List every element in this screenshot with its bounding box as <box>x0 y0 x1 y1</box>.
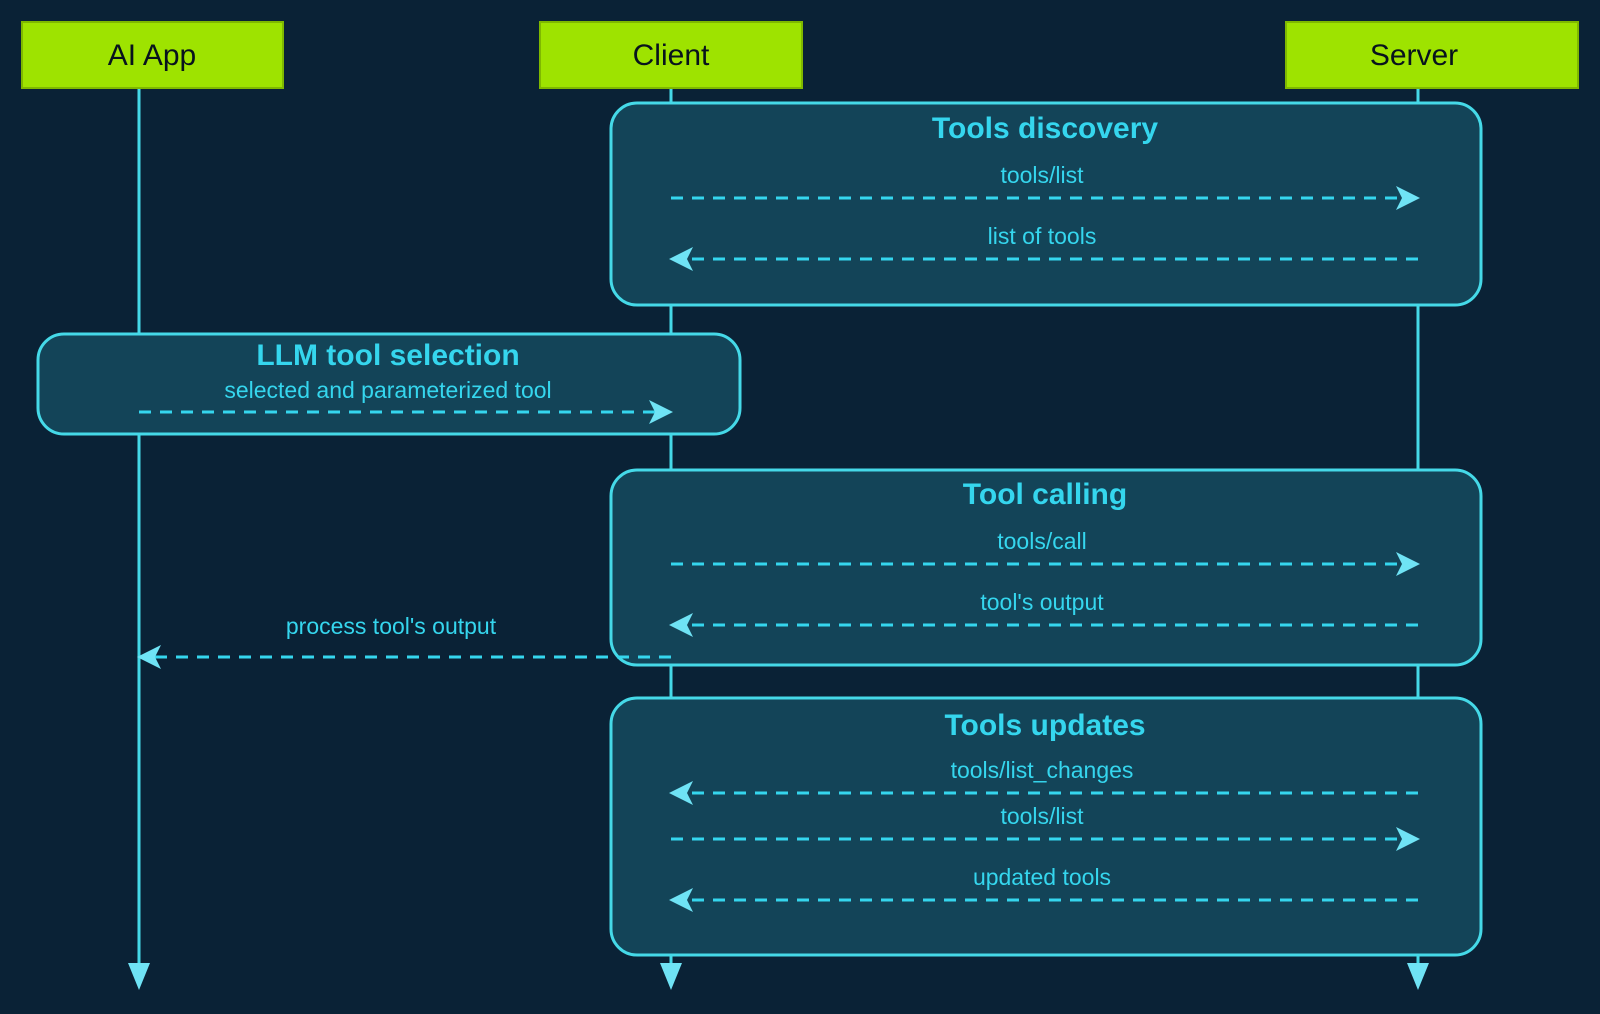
message-arrowhead-tools-list-changes <box>669 781 693 805</box>
group-tools-updates: Tools updates tools/list_changes tools/l… <box>609 696 1483 957</box>
group-box-tools-updates <box>609 696 1483 957</box>
participant-client[interactable]: Client <box>539 21 803 89</box>
participant-box-server[interactable] <box>1285 21 1579 89</box>
lifeline-end-arrow-server <box>1407 963 1429 990</box>
message-arrowhead-list-of-tools <box>669 247 693 271</box>
message-label-tools-list-changes: tools/list_changes <box>951 757 1134 783</box>
message-label-tools-output: tool's output <box>980 589 1104 615</box>
message-arrowhead-tools-output <box>669 613 693 637</box>
lifeline-end-arrow-ai-app <box>128 963 150 990</box>
participant-box-client[interactable] <box>539 21 803 89</box>
lifeline-end-arrow-client <box>660 963 682 990</box>
participant-label-server: Server <box>1370 39 1458 72</box>
group-box-llm-tool-selection <box>36 332 742 436</box>
group-title-tools-updates: Tools updates <box>944 709 1145 742</box>
message-arrowhead-tools-call <box>1396 552 1420 576</box>
group-title-tools-discovery: Tools discovery <box>932 112 1159 145</box>
message-label-tools-list-2: tools/list <box>1000 803 1084 829</box>
message-arrowhead-tools-list <box>1396 186 1420 210</box>
group-tool-calling: Tool calling tools/call tool's output <box>609 468 1483 667</box>
message-label-updated-tools: updated tools <box>973 864 1111 890</box>
group-tools-discovery: Tools discovery tools/list list of tools <box>609 101 1483 307</box>
group-title-tool-calling: Tool calling <box>963 478 1127 511</box>
message-label-list-of-tools: list of tools <box>988 223 1097 249</box>
message-label-tools-call: tools/call <box>997 528 1086 554</box>
message-arrowhead-process-tool-output <box>137 645 161 669</box>
group-box-tool-calling <box>609 468 1483 667</box>
group-llm-tool-selection: LLM tool selection selected and paramete… <box>36 332 742 436</box>
participant-box-ai-app[interactable] <box>21 21 284 89</box>
message-arrowhead-selected-tool <box>649 400 673 424</box>
message-label-process-tool-output: process tool's output <box>286 613 497 639</box>
message-arrowhead-updated-tools <box>669 888 693 912</box>
message-arrowhead-tools-list-2 <box>1396 827 1420 851</box>
group-title-llm-tool-selection: LLM tool selection <box>256 339 519 372</box>
participant-server[interactable]: Server <box>1285 21 1579 89</box>
message-label-tools-list: tools/list <box>1000 162 1084 188</box>
participant-label-ai-app: AI App <box>108 39 196 72</box>
message-process-tool-output: process tool's output <box>137 613 671 669</box>
message-label-selected-tool: selected and parameterized tool <box>224 377 551 403</box>
participant-label-client: Client <box>633 39 710 72</box>
participant-ai-app[interactable]: AI App <box>21 21 284 89</box>
group-box-tools-discovery <box>609 101 1483 307</box>
